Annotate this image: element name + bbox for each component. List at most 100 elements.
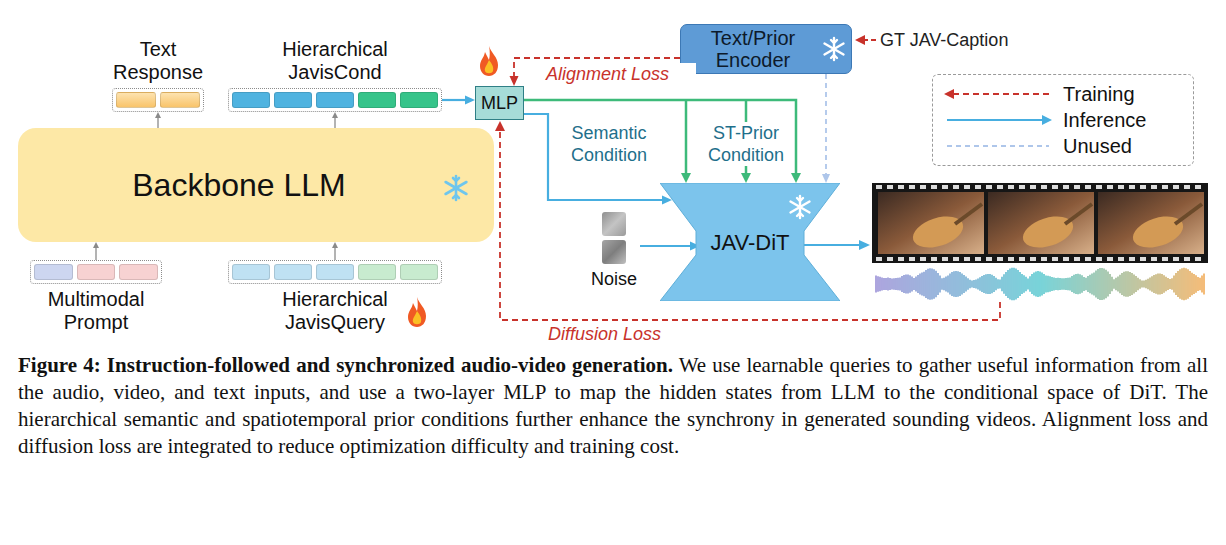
snow-arm — [446, 182, 467, 194]
figure-caption: Figure 4: Instruction-followed and synch… — [18, 352, 1208, 460]
legend-sample — [943, 113, 1053, 127]
sprocket-hole — [876, 257, 882, 261]
guitar-neck — [1175, 204, 1202, 224]
wave-bar — [1033, 272, 1034, 295]
wave-bar — [937, 273, 938, 295]
wave-bar — [1001, 277, 1002, 291]
text-label: JAV-DiT — [660, 229, 840, 257]
wave-bar — [995, 278, 996, 290]
wave-bar — [1065, 278, 1066, 290]
wave-bar — [1171, 278, 1172, 290]
wave-bar — [1123, 272, 1124, 296]
wave-bar — [1023, 275, 1024, 293]
fire-icon — [480, 46, 498, 76]
flame-outer — [408, 297, 426, 327]
sprocket-hole — [1030, 185, 1036, 189]
arrow-head — [944, 89, 954, 99]
legend-row: Inference — [943, 107, 1183, 133]
sprocket-hole — [1008, 257, 1014, 261]
sprocket-hole — [1052, 257, 1058, 261]
wave-bar — [897, 278, 898, 290]
wave-bar — [1055, 278, 1056, 290]
wave-bar — [985, 274, 986, 294]
snow-arm — [446, 182, 467, 194]
wave-bar — [1075, 274, 1076, 294]
wave-bar — [1081, 275, 1082, 292]
sprocket-hole — [887, 257, 893, 261]
caption-bold: Figure 4: Instruction-followed and synch… — [18, 353, 673, 377]
wave-bar — [945, 276, 946, 291]
wave-bar — [929, 268, 930, 300]
wave-bar — [1175, 273, 1176, 295]
edge-label: Alignment Loss — [546, 63, 696, 85]
token — [400, 92, 438, 108]
sprocket-hole — [920, 257, 926, 261]
dit-block: JAV-DiT — [660, 183, 840, 301]
snowflake-icon — [446, 176, 467, 200]
sprocket-hole — [920, 185, 926, 189]
wave-bar — [951, 272, 952, 296]
flame-inner — [485, 60, 493, 73]
snow-tip — [797, 198, 803, 201]
sprocket-hole — [953, 257, 959, 261]
text-label: Noise — [591, 269, 637, 290]
wave-bar — [1063, 278, 1064, 290]
legend-line — [947, 119, 1043, 121]
token — [119, 264, 158, 280]
snow-arm — [799, 196, 801, 218]
wave-bar — [1165, 277, 1166, 291]
arrow-head — [681, 173, 691, 183]
wave-bar — [1113, 279, 1114, 289]
wave-bar — [1149, 278, 1150, 291]
wave-bar — [1057, 278, 1058, 290]
wave-bar — [947, 275, 948, 292]
noise-square — [602, 212, 626, 236]
fire-icon — [408, 297, 426, 327]
wave-bar — [949, 274, 950, 295]
sprocket-hole — [1140, 257, 1146, 261]
sprocket-hole — [1052, 185, 1058, 189]
legend-row: Unused — [943, 133, 1183, 159]
caption-to-encoder-arrow — [855, 35, 876, 45]
token-box: Text Response — [112, 88, 204, 112]
wave-bar — [1005, 272, 1006, 296]
wave-bar — [1155, 274, 1156, 294]
connector — [524, 100, 801, 183]
edge-label: ST-Prior Condition — [701, 122, 791, 166]
legend-line — [953, 93, 1049, 95]
sprocket-hole — [1118, 185, 1124, 189]
legend-text: Unused — [1063, 134, 1132, 158]
arrow-head — [93, 242, 99, 248]
wave-bar — [1031, 274, 1032, 294]
wave-bar — [1037, 271, 1038, 297]
wave-bar — [1127, 271, 1128, 296]
sprocket-hole — [1096, 257, 1102, 261]
wave-bar — [883, 278, 884, 290]
legend-sample — [943, 139, 1053, 153]
sprocket-hole — [964, 257, 970, 261]
video-frame — [1098, 192, 1204, 254]
wave-bar — [1161, 274, 1162, 294]
free-label: GT JAV-Caption — [880, 29, 1008, 51]
wave-bar — [1141, 281, 1142, 288]
legend-text: Inference — [1063, 108, 1146, 132]
snow-tip — [453, 195, 459, 198]
wave-bar — [1203, 274, 1204, 295]
sprocket-hole — [975, 185, 981, 189]
wave-bar — [941, 278, 942, 289]
llm-block: Backbone LLM — [18, 128, 494, 242]
sprocket-hole — [1151, 257, 1157, 261]
text-label: Hierarchical JavisCond — [255, 38, 415, 84]
wave-bar — [903, 275, 904, 293]
wave-bar — [1017, 270, 1018, 298]
arrow-head — [495, 121, 505, 131]
wave-bar — [925, 270, 926, 298]
wave-bar — [1025, 277, 1026, 291]
snow-arm — [791, 202, 810, 213]
arrow-head — [1042, 115, 1052, 125]
wave-bar — [993, 276, 994, 292]
dit-to-output-arrow — [803, 240, 870, 250]
text-label: Hierarchical JavisQuery — [255, 288, 415, 334]
encoder-box: Text/Prior Encoder — [680, 24, 852, 74]
snow-arm — [825, 44, 844, 55]
